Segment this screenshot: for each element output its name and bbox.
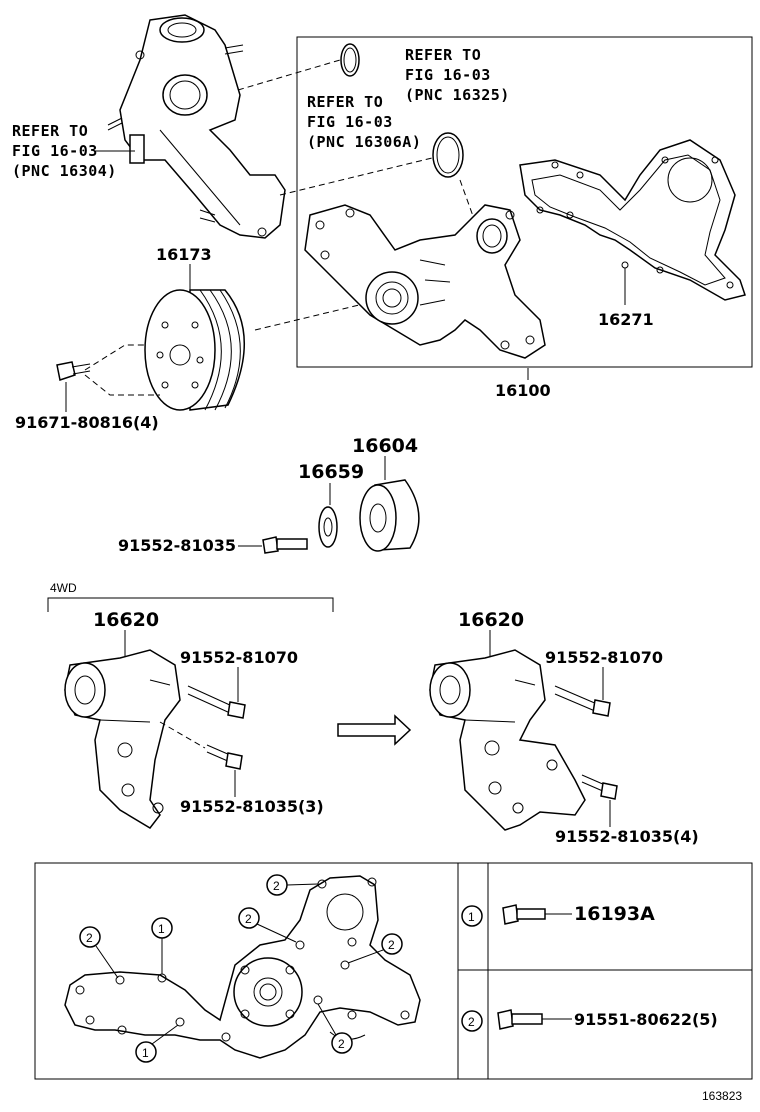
part-number-16620-left: 16620 <box>93 609 159 631</box>
part-number-16620-right: 16620 <box>458 609 524 631</box>
refer-line: (PNC 16325) <box>405 86 510 104</box>
refer-note-16306a: REFER TO FIG 16-03 (PNC 16306A) <box>307 93 421 151</box>
callout-marker-1: 1 <box>135 1024 179 1063</box>
part-number-16604: 16604 <box>352 435 418 457</box>
water-inlet-housing <box>107 14 286 239</box>
refer-note-16304: REFER TO FIG 16-03 (PNC 16304) <box>12 122 135 180</box>
legend-part-16193a: 16193A <box>574 903 655 925</box>
idler-pulley <box>359 479 420 552</box>
water-pump-pulley <box>144 289 245 411</box>
callout-marker-2: 2 <box>266 874 319 896</box>
part-number-16100: 16100 <box>495 381 551 400</box>
o-ring-large <box>432 132 464 178</box>
pump-bolt-layout-outline <box>64 875 421 1059</box>
tensioner-assembly-left <box>64 649 181 829</box>
bolt-location-frame <box>34 862 753 1080</box>
replacement-arrow <box>337 714 412 746</box>
callout-marker-2: 2 <box>317 1003 353 1054</box>
part-number-91552-81070-right: 91552-81070 <box>545 648 663 667</box>
tensioner-bolt-lower-left <box>159 721 243 770</box>
water-pump-group-frame <box>296 36 753 368</box>
part-number-91552-81070-left: 91552-81070 <box>180 648 298 667</box>
water-pump-assembly <box>304 204 546 359</box>
part-number-91552-81035-right: 91552-81035(4) <box>555 827 699 846</box>
idler-bolt <box>262 536 308 554</box>
refer-line: FIG 16-03 <box>405 66 491 84</box>
refer-line: FIG 16-03 <box>12 142 98 160</box>
o-ring-small <box>340 43 360 77</box>
legend-row-1: 1 16193A <box>461 903 655 927</box>
part-number-91552-81035-left: 91552-81035(3) <box>180 797 324 816</box>
svg-text:1: 1 <box>142 1046 149 1060</box>
svg-text:1: 1 <box>158 922 165 936</box>
svg-text:2: 2 <box>338 1037 345 1051</box>
refer-line: REFER TO <box>307 93 383 111</box>
refer-line: (PNC 16306A) <box>307 133 421 151</box>
refer-note-16325: REFER TO FIG 16-03 (PNC 16325) <box>405 46 510 104</box>
legend-row-2: 2 91551-80622(5) <box>461 1009 718 1032</box>
figure-id: 163823 <box>702 1089 742 1103</box>
part-number-16659: 16659 <box>298 461 364 483</box>
idler-plate-washer <box>318 506 338 548</box>
tensioner-bolt-upper-right <box>554 685 611 717</box>
variant-label: 4WD <box>50 581 77 595</box>
callout-marker-2: 2 <box>79 926 119 979</box>
tensioner-bolt-lower-right <box>581 774 618 800</box>
part-number-91671-80816: 91671-80816(4) <box>15 413 159 432</box>
callout-marker-1: 1 <box>151 917 173 974</box>
pulley-bolt <box>56 344 160 396</box>
callout-marker-2: 2 <box>238 907 297 943</box>
refer-line: FIG 16-03 <box>307 113 393 131</box>
svg-text:2: 2 <box>245 912 252 926</box>
part-number-16271: 16271 <box>598 310 654 329</box>
legend-marker: 1 <box>468 910 475 924</box>
svg-text:2: 2 <box>273 879 280 893</box>
refer-line: (PNC 16304) <box>12 162 117 180</box>
svg-text:2: 2 <box>388 938 395 952</box>
legend-marker: 2 <box>468 1015 475 1029</box>
refer-line: REFER TO <box>405 46 481 64</box>
variant-bracket-4wd: 4WD <box>47 581 334 612</box>
legend-part-91551-80622: 91551-80622(5) <box>574 1010 718 1029</box>
tensioner-assembly-right <box>429 649 586 831</box>
tensioner-bolt-upper-left <box>187 685 246 719</box>
part-number-16173: 16173 <box>156 245 212 264</box>
svg-text:2: 2 <box>86 931 93 945</box>
water-pump-gasket <box>519 139 746 301</box>
callout-marker-2: 2 <box>347 933 403 964</box>
part-number-91552-81035-top: 91552-81035 <box>118 536 236 555</box>
refer-line: REFER TO <box>12 122 88 140</box>
